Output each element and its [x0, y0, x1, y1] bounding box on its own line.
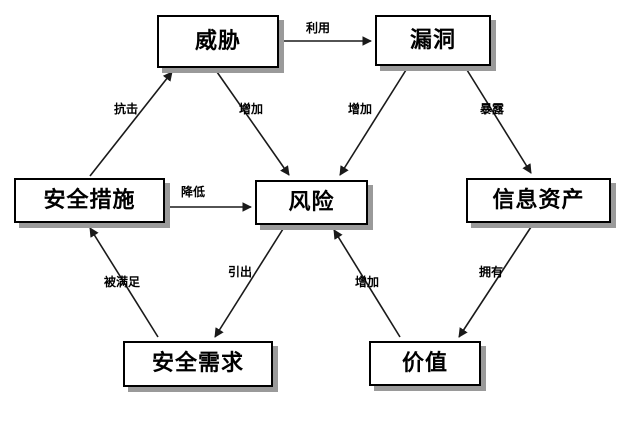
edge-safeguard-to-threat	[89, 71, 173, 177]
edge-threat-to-risk	[216, 71, 290, 176]
node-label-threat: 威胁	[194, 28, 241, 54]
node-label-value: 价值	[401, 350, 448, 376]
node-requirement[interactable]: 安全需求	[123, 341, 273, 387]
edge-asset-to-value	[458, 226, 532, 338]
node-vulnerability[interactable]: 漏洞	[375, 15, 491, 66]
node-safeguard[interactable]: 安全措施	[14, 178, 165, 223]
node-threat[interactable]: 威胁	[157, 15, 279, 68]
edge-label-utilize: 利用	[306, 21, 331, 35]
edge-label-increase-value-risk: 增加	[355, 275, 380, 289]
edge-label-expose: 暴露	[480, 102, 505, 116]
node-label-risk: 风险	[288, 189, 335, 215]
node-value[interactable]: 价值	[369, 341, 481, 386]
edge-label-own: 拥有	[479, 265, 504, 279]
node-label-vulnerability: 漏洞	[409, 27, 456, 53]
edge-requirement-to-safeguard	[89, 227, 159, 338]
edge-risk-to-requirement	[214, 228, 284, 338]
edge-value-to-risk	[333, 229, 401, 338]
edge-label-increase-vuln-risk: 增加	[348, 102, 373, 116]
edge-vulnerability-to-risk	[339, 69, 407, 176]
edge-label-counter: 抗击	[114, 102, 139, 116]
edge-vulnerability-to-asset	[466, 69, 532, 174]
edge-label-increase-threat-risk: 增加	[239, 102, 264, 116]
edge-label-satisfied-by: 被满足	[104, 275, 141, 289]
node-label-asset: 信息资产	[492, 187, 585, 213]
node-label-safeguard: 安全措施	[43, 187, 136, 213]
edge-label-derive: 引出	[228, 265, 253, 279]
node-asset[interactable]: 信息资产	[466, 178, 611, 223]
edge-label-reduce: 降低	[181, 185, 206, 199]
node-risk[interactable]: 风险	[255, 180, 368, 225]
node-label-requirement: 安全需求	[151, 351, 244, 376]
